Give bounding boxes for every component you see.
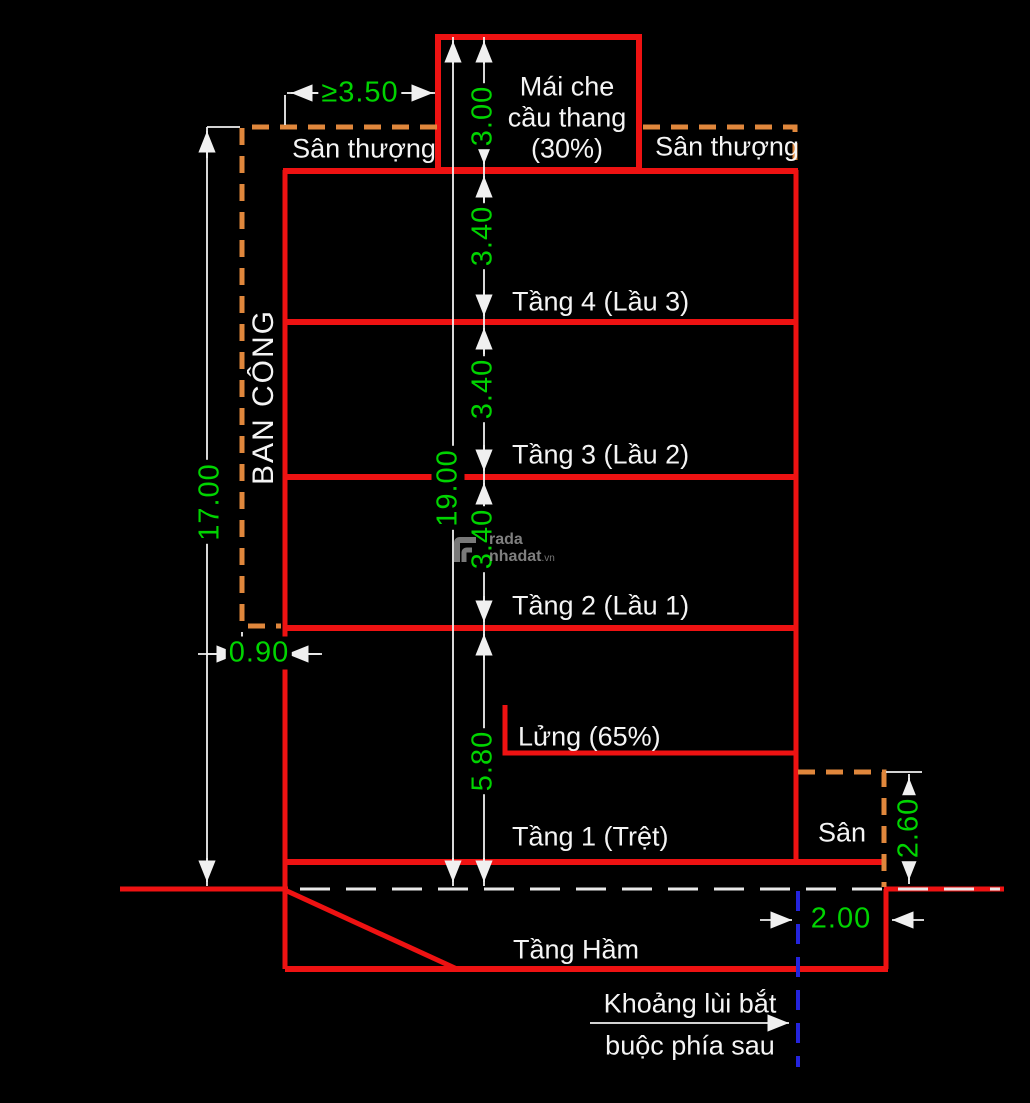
dim-roof-setback: ≥3.50 — [318, 76, 402, 110]
dim-floor3-height: 3.40 — [466, 355, 500, 423]
dim-total-height: 19.00 — [431, 446, 465, 530]
floor4-label: Tầng 4 (Lầu 3) — [512, 286, 690, 317]
floor1-label: Tầng 1 (Trệt) — [512, 821, 669, 852]
roof-cover-line2: cầu thang — [507, 102, 627, 133]
roof-cover-line1: Mái che — [519, 71, 615, 102]
dim-roof-cover-height: 3.00 — [466, 82, 500, 150]
watermark: rada nhadat.vn — [452, 531, 555, 567]
dim-yard-height: 2.60 — [892, 794, 926, 862]
yard-label: Sân — [817, 817, 867, 848]
roof-cover-line3: (30%) — [530, 133, 604, 164]
balcony-line — [239, 124, 437, 629]
watermark-logo-icon — [454, 537, 476, 562]
balcony-label: BAN CÔNG — [247, 308, 280, 486]
floor3-label: Tầng 3 (Lầu 2) — [512, 439, 690, 470]
roof-cover-label: Mái che cầu thang (30%) — [508, 72, 627, 165]
floor2-label: Tầng 2 (Lầu 1) — [512, 590, 690, 621]
dim-balcony-depth: 0.90 — [225, 636, 293, 670]
mezzanine-label: Lửng (65%) — [518, 721, 661, 752]
dim-floor4-height: 3.40 — [466, 202, 500, 270]
rear-setback-note-line1: Khoảng lùi bắt — [603, 988, 777, 1019]
dim-rear-setback: 2.00 — [807, 902, 875, 936]
dim-floor1-height: 5.80 — [466, 727, 500, 795]
yard-line — [798, 769, 887, 887]
watermark-suffix: .vn — [541, 553, 555, 564]
mezzanine-line — [502, 705, 796, 756]
watermark-line1: rada — [489, 531, 523, 548]
dimension-linework — [198, 37, 924, 1032]
dim-front-height: 17.00 — [193, 460, 227, 544]
watermark-line2: nhadat.vn — [489, 548, 555, 565]
orange-dashed-linework — [239, 124, 887, 887]
rear-setback-note-line2: buộc phía sau — [605, 1030, 775, 1061]
terrace-right-line — [643, 124, 798, 168]
watermark-text: rada nhadat.vn — [489, 531, 555, 567]
basement-label: Tầng Hầm — [513, 934, 640, 965]
basement-ramp — [285, 888, 459, 972]
red-linework — [120, 34, 1004, 972]
terrace-left-label: Sân thượng — [292, 133, 436, 164]
terrace-right-label: Sân thượng — [655, 131, 799, 162]
